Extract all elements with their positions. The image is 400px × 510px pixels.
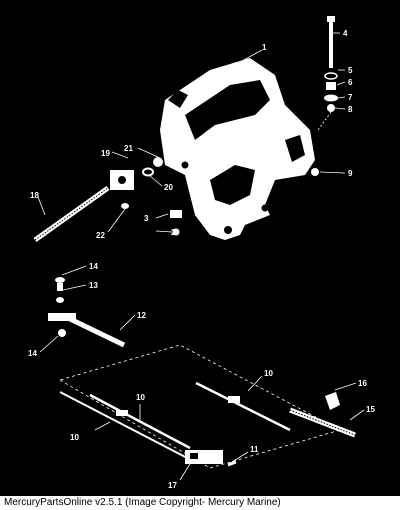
callout-14-lower: 14 bbox=[28, 349, 37, 358]
bolt-stack bbox=[317, 16, 338, 131]
callout-17: 17 bbox=[168, 481, 177, 490]
rod-15 bbox=[289, 407, 356, 438]
washer-22 bbox=[121, 203, 129, 209]
callout-9: 9 bbox=[348, 169, 353, 178]
callout-6: 6 bbox=[348, 78, 353, 87]
pin-11 bbox=[227, 460, 237, 467]
callout-3: 3 bbox=[144, 214, 149, 223]
callout-8: 8 bbox=[348, 105, 353, 114]
leader-lines bbox=[37, 32, 365, 481]
callout-13: 13 bbox=[89, 281, 98, 290]
main-bracket bbox=[160, 58, 315, 240]
callout-12: 12 bbox=[137, 311, 146, 320]
callout-10-upper: 10 bbox=[264, 369, 273, 378]
callout-4: 4 bbox=[343, 29, 348, 38]
arm-rod-12 bbox=[48, 313, 126, 348]
callout-22: 22 bbox=[96, 231, 105, 240]
copyright-footer: MercuryPartsOnline v2.5.1 (Image Copyrig… bbox=[0, 496, 400, 510]
cable-upper-right bbox=[195, 381, 291, 432]
cable-lower-left bbox=[59, 391, 223, 464]
callout-11: 11 bbox=[250, 445, 259, 454]
callout-14-upper: 14 bbox=[89, 262, 98, 271]
pin-assembly bbox=[55, 277, 65, 303]
rod-18 bbox=[33, 185, 110, 243]
callout-19: 19 bbox=[101, 149, 110, 158]
callout-1: 1 bbox=[262, 43, 267, 52]
callout-15: 15 bbox=[366, 405, 375, 414]
block-assembly bbox=[110, 157, 163, 190]
callout-20: 20 bbox=[164, 183, 173, 192]
fittings-2-3 bbox=[170, 210, 182, 236]
nut-9 bbox=[311, 168, 319, 176]
callout-7: 7 bbox=[348, 93, 353, 102]
cap-16 bbox=[325, 392, 340, 410]
callout-5: 5 bbox=[348, 66, 353, 75]
exploded-parts-diagram: 1 2 3 4 5 6 7 8 9 10 10 10 11 12 13 14 1… bbox=[28, 16, 376, 490]
callout-18: 18 bbox=[30, 191, 39, 200]
callout-2: 2 bbox=[171, 228, 176, 237]
callout-21: 21 bbox=[124, 144, 133, 153]
callout-10-lower: 10 bbox=[70, 433, 79, 442]
callout-labels: 1 2 3 4 5 6 7 8 9 10 10 10 11 12 13 14 1… bbox=[28, 29, 375, 490]
callout-16: 16 bbox=[358, 379, 367, 388]
callout-10-middle: 10 bbox=[136, 393, 145, 402]
